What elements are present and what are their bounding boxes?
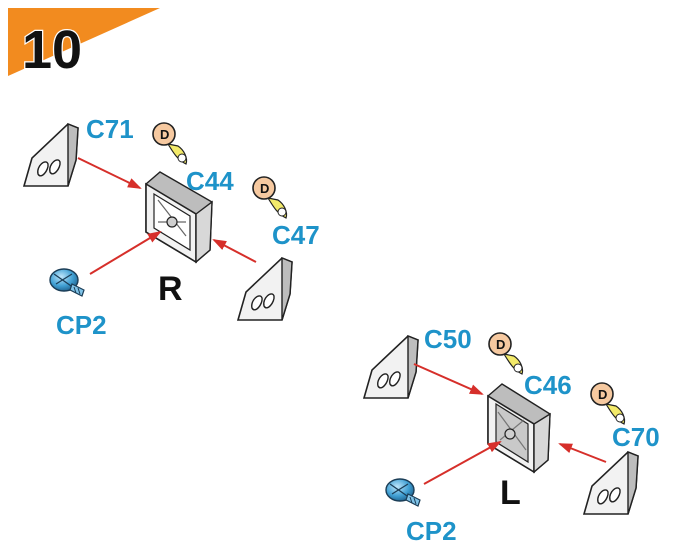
badge-letter: D	[496, 337, 505, 352]
screw-label: CP2	[406, 516, 457, 546]
part-label: C44	[186, 166, 234, 196]
red-arrow-icon	[413, 363, 484, 395]
badge-letter: D	[598, 387, 607, 402]
bracket-part-icon	[237, 257, 293, 321]
side-label: R	[158, 270, 183, 308]
step-banner-shape	[8, 8, 160, 76]
assembly-left: D D C50 C46 C70 CP2 L	[363, 324, 660, 546]
glue-drop-icon: D	[252, 176, 288, 219]
red-arrow-icon	[89, 230, 162, 275]
side-label: L	[500, 474, 521, 512]
frame-part-icon	[145, 171, 213, 264]
red-arrow-icon	[558, 443, 607, 463]
step-number: 10	[22, 20, 82, 80]
badge-letter: D	[260, 181, 269, 196]
part-label: C71	[86, 114, 134, 144]
badge-letter: D	[160, 127, 169, 142]
screw-label: CP2	[56, 310, 107, 340]
step-banner: 10	[8, 8, 160, 81]
frame-part-icon	[487, 383, 551, 474]
part-label: C70	[612, 422, 660, 452]
red-arrow-icon	[212, 239, 257, 263]
bracket-part-icon	[363, 335, 419, 399]
glue-drop-icon: D	[152, 122, 188, 165]
part-label: C46	[524, 370, 572, 400]
glue-drop-icon: D	[488, 332, 524, 375]
assembly-right: D D C71 C44 C47 CP2 R	[23, 114, 320, 340]
bracket-part-icon	[583, 451, 639, 515]
screw-icon	[385, 478, 421, 507]
part-label: C50	[424, 324, 472, 354]
red-arrow-icon	[77, 157, 142, 189]
glue-drop-icon: D	[590, 382, 626, 425]
screw-icon	[49, 268, 85, 297]
screw-hole-icon	[166, 216, 178, 228]
red-arrow-icon	[423, 441, 502, 485]
bracket-part-icon	[23, 123, 79, 187]
part-label: C47	[272, 220, 320, 250]
screw-hole-icon	[504, 428, 516, 440]
